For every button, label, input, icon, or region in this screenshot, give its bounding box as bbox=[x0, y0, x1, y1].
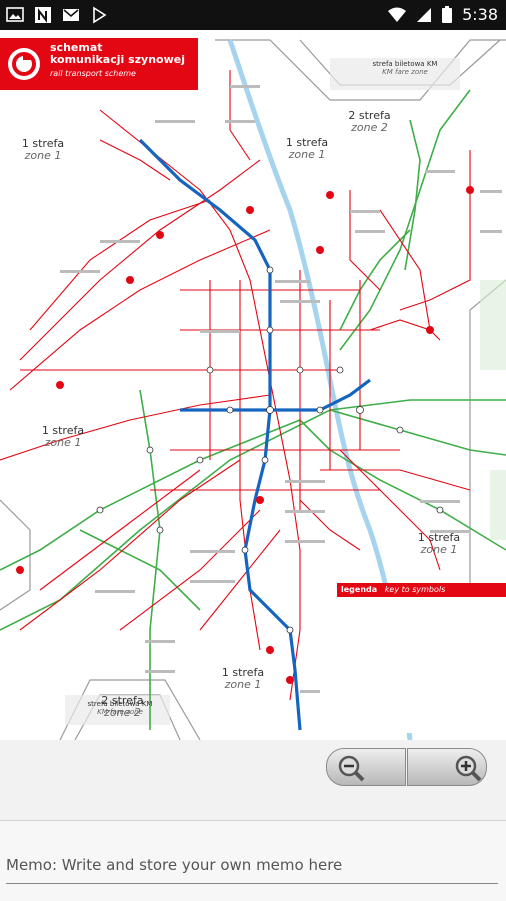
map-title-line2: komunikacji szynowej bbox=[50, 53, 186, 66]
zoom-controls bbox=[326, 748, 488, 788]
station-label-marks bbox=[60, 85, 502, 693]
park-area bbox=[490, 470, 506, 540]
signal-icon bbox=[417, 7, 432, 22]
km-zone-top-box bbox=[330, 58, 460, 90]
status-bar: 5:38 bbox=[0, 0, 506, 30]
battery-icon bbox=[442, 6, 453, 23]
tram-lines bbox=[0, 70, 471, 701]
zoom-out-icon bbox=[338, 755, 365, 782]
map-title-banner: schemat komunikacji szynowej rail transp… bbox=[0, 38, 198, 90]
play-store-icon bbox=[93, 6, 107, 24]
station-markers bbox=[96, 266, 444, 634]
rail-map-view[interactable]: schemat komunikacji szynowej rail transp… bbox=[0, 30, 506, 740]
wifi-icon bbox=[388, 7, 407, 22]
zoom-toolbar bbox=[0, 740, 506, 820]
stop-badges bbox=[16, 186, 474, 684]
memo-panel bbox=[0, 820, 506, 901]
gmail-icon bbox=[63, 9, 79, 21]
status-time: 5:38 bbox=[462, 5, 498, 24]
legend-title: legenda bbox=[341, 585, 378, 594]
notepad-n-icon bbox=[35, 7, 51, 23]
zoom-in-button[interactable] bbox=[407, 748, 487, 786]
memo-input[interactable] bbox=[6, 847, 498, 884]
km-zone-bottom-box bbox=[65, 695, 170, 725]
image-notification-icon bbox=[6, 7, 24, 22]
legend-header: legenda key to symbols bbox=[337, 583, 506, 597]
map-title-line1: schemat bbox=[50, 41, 103, 54]
zoom-in-icon bbox=[455, 755, 482, 782]
zoom-out-button[interactable] bbox=[326, 748, 406, 786]
wtp-logo-icon bbox=[8, 48, 40, 80]
legend-subtitle: key to symbols bbox=[384, 585, 446, 594]
map-title-line3: rail transport scheme bbox=[50, 69, 136, 78]
map-legend: legenda key to symbols bbox=[337, 583, 506, 733]
park-area bbox=[480, 280, 506, 370]
